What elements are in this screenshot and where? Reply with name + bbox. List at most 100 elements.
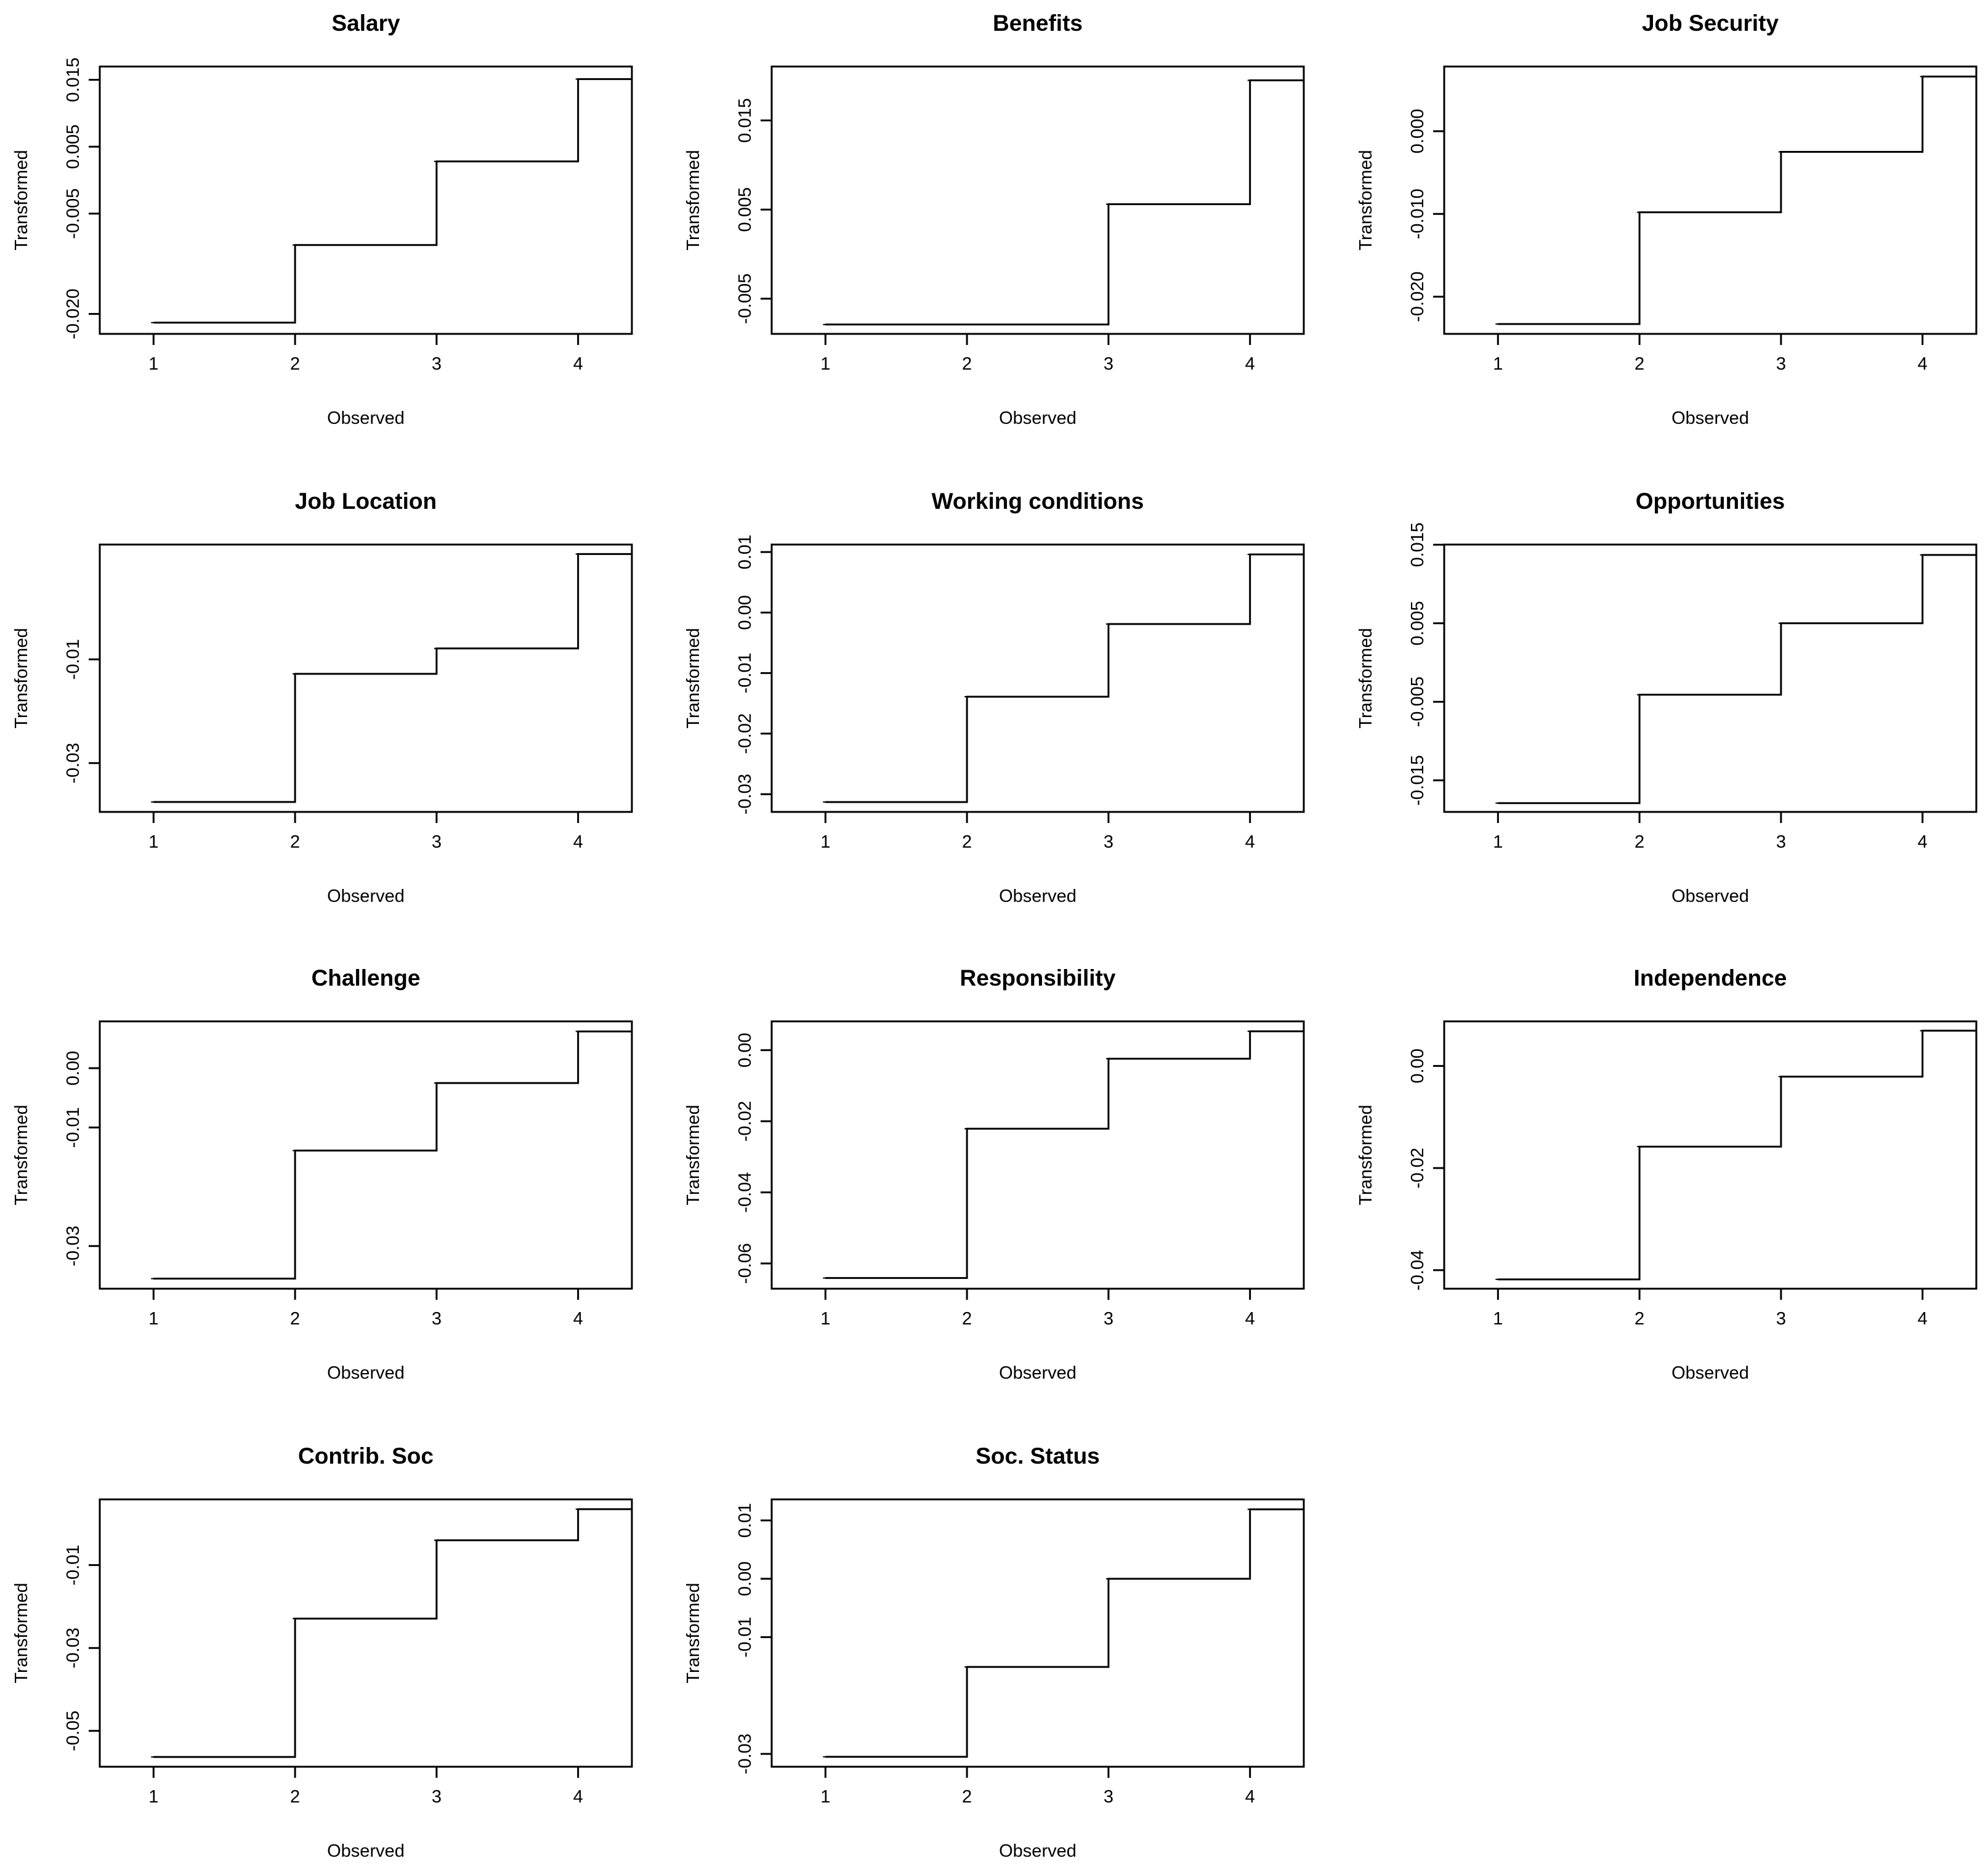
x-tick-label: 3 xyxy=(432,1309,442,1329)
y-tick-label: -0.03 xyxy=(63,743,83,784)
x-tick-label: 1 xyxy=(820,832,830,852)
x-tick-label: 1 xyxy=(148,832,158,852)
step-line xyxy=(1498,75,1976,325)
x-tick-label: 4 xyxy=(1245,1309,1255,1329)
x-tick-label: 2 xyxy=(962,1309,972,1329)
step-line xyxy=(825,1508,1304,1758)
x-axis-label: Observed xyxy=(327,1841,405,1861)
y-tick-label: -0.05 xyxy=(63,1711,83,1751)
plot-frame xyxy=(770,1020,1305,1290)
y-axis-label: Transformed xyxy=(684,1105,703,1205)
x-tick-label: 1 xyxy=(820,354,830,374)
panel-title: Job Security xyxy=(1642,10,1779,36)
y-tick-label: -0.010 xyxy=(1408,189,1428,239)
x-tick-label: 3 xyxy=(1104,354,1113,374)
step-line xyxy=(1498,1029,1976,1281)
y-axis-label: Transformed xyxy=(1356,150,1376,250)
panel-title: Responsibility xyxy=(960,965,1116,991)
plot-frame xyxy=(99,1498,633,1768)
step-line xyxy=(153,553,632,803)
x-axis-label: Observed xyxy=(999,1841,1077,1861)
step-line xyxy=(825,79,1304,326)
y-tick-label: -0.01 xyxy=(735,1617,755,1658)
panel-title: Contrib. Soc xyxy=(298,1443,434,1469)
x-tick-label: 1 xyxy=(1493,1309,1503,1329)
plot-frame xyxy=(99,543,633,813)
y-tick-label: -0.06 xyxy=(735,1243,755,1284)
y-tick-label: 0.005 xyxy=(63,124,83,169)
panel-title: Job Location xyxy=(295,489,437,514)
x-tick-label: 2 xyxy=(962,354,972,374)
panel-title: Soc. Status xyxy=(976,1443,1100,1469)
x-axis-label: Observed xyxy=(327,1363,405,1383)
x-tick-label: 1 xyxy=(148,1309,158,1329)
step-line xyxy=(153,1508,632,1758)
x-tick-label: 2 xyxy=(1634,354,1644,374)
y-tick-label: -0.02 xyxy=(1408,1148,1428,1188)
x-axis-label: Observed xyxy=(999,1363,1077,1383)
x-tick-label: 3 xyxy=(1776,1309,1786,1329)
x-tick-label: 3 xyxy=(1104,1787,1113,1807)
x-tick-label: 4 xyxy=(1245,832,1255,852)
y-axis-label: Transformed xyxy=(684,150,703,250)
step-line xyxy=(1498,554,1976,805)
x-tick-label: 4 xyxy=(573,1787,583,1807)
x-axis-label: Observed xyxy=(327,408,405,428)
panel-title: Independence xyxy=(1634,965,1787,991)
x-tick-label: 2 xyxy=(290,1787,300,1807)
plot-frame xyxy=(99,65,633,335)
x-tick-label: 3 xyxy=(432,354,442,374)
y-axis-label: Transformed xyxy=(1356,1105,1376,1205)
x-tick-label: 3 xyxy=(432,832,442,852)
y-tick-label: -0.020 xyxy=(1408,272,1428,322)
x-tick-label: 2 xyxy=(290,832,300,852)
y-tick-label: -0.01 xyxy=(63,639,83,679)
x-tick-label: 2 xyxy=(290,354,300,374)
y-tick-label: -0.03 xyxy=(735,774,755,814)
y-tick-label: 0.00 xyxy=(735,1562,755,1596)
y-tick-label: -0.020 xyxy=(63,289,83,339)
y-axis-label: Transformed xyxy=(684,1583,703,1683)
y-axis-label: Transformed xyxy=(12,150,31,250)
x-tick-label: 4 xyxy=(1245,354,1255,374)
y-tick-label: 0.01 xyxy=(735,535,755,569)
y-axis-label: Transformed xyxy=(684,628,703,728)
panel-title: Benefits xyxy=(993,10,1083,36)
y-tick-label: 0.00 xyxy=(1408,1048,1428,1083)
y-tick-label: -0.02 xyxy=(735,1101,755,1141)
y-tick-label: -0.02 xyxy=(735,713,755,754)
y-tick-label: 0.015 xyxy=(63,57,83,102)
plot-frame xyxy=(1443,1020,1978,1290)
y-axis-label: Transformed xyxy=(12,1105,31,1205)
panel-title: Working conditions xyxy=(932,489,1144,514)
x-tick-label: 4 xyxy=(1245,1787,1255,1807)
y-tick-label: -0.03 xyxy=(63,1226,83,1267)
y-tick-label: -0.005 xyxy=(1408,676,1428,727)
x-tick-label: 2 xyxy=(962,832,972,852)
x-axis-label: Observed xyxy=(999,886,1077,906)
x-tick-label: 4 xyxy=(573,354,583,374)
plot-frame xyxy=(99,1020,633,1290)
x-tick-label: 1 xyxy=(148,354,158,374)
x-tick-label: 1 xyxy=(820,1309,830,1329)
x-tick-label: 3 xyxy=(1776,832,1786,852)
x-tick-label: 1 xyxy=(1493,832,1503,852)
panel-title: Challenge xyxy=(312,965,421,991)
x-tick-label: 3 xyxy=(1104,832,1113,852)
y-tick-label: -0.015 xyxy=(1408,755,1428,806)
y-tick-label: 0.005 xyxy=(735,187,755,232)
y-tick-label: -0.04 xyxy=(735,1172,755,1213)
plot-frame xyxy=(1443,543,1978,813)
x-tick-label: 3 xyxy=(432,1787,442,1807)
step-line xyxy=(153,78,632,324)
y-axis-label: Transformed xyxy=(12,628,31,728)
x-axis-label: Observed xyxy=(1671,886,1749,906)
y-tick-label: 0.015 xyxy=(1408,522,1428,567)
